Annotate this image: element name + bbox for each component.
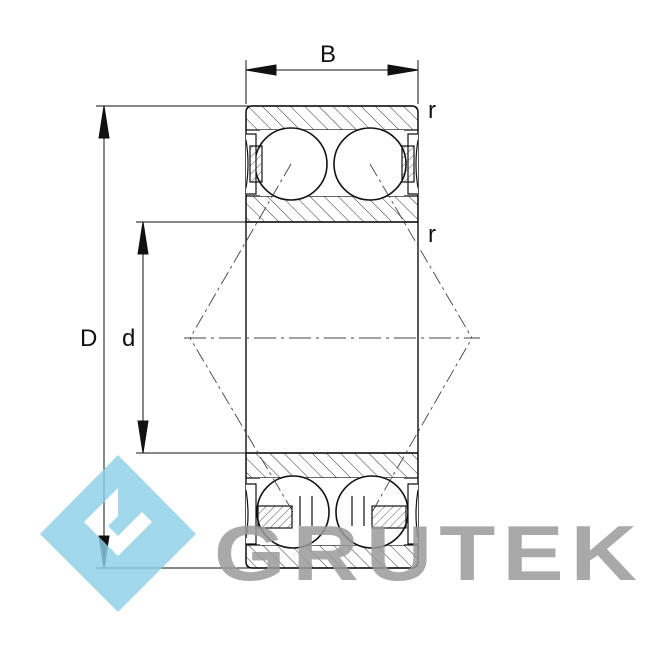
bottom-outer-ring bbox=[245, 544, 419, 569]
top-right-seal bbox=[401, 133, 419, 195]
d-outer-arrow-top bbox=[98, 105, 110, 139]
top-left-seal bbox=[245, 133, 263, 195]
radius-label-top: r bbox=[428, 97, 436, 124]
top-bearing-section bbox=[245, 105, 419, 223]
outer-diameter-label: D bbox=[80, 325, 97, 352]
brand-logo-mark bbox=[40, 455, 196, 612]
bottom-inner-ring bbox=[245, 452, 419, 479]
top-inner-ring bbox=[245, 195, 419, 223]
b-arrow-right bbox=[387, 64, 419, 76]
top-outer-ring bbox=[245, 105, 419, 131]
b-arrow-left bbox=[245, 64, 277, 76]
bottom-bearing-section bbox=[245, 452, 419, 569]
contact-angle-lines bbox=[189, 163, 473, 513]
radius-label-inner: r bbox=[428, 221, 436, 248]
d-bore-arrow-top bbox=[137, 221, 149, 255]
bottom-left-seal bbox=[245, 483, 257, 545]
width-label: B bbox=[320, 41, 336, 68]
bottom-cage bbox=[257, 496, 407, 529]
bore-diameter-label: d bbox=[122, 325, 135, 352]
d-bore-arrow-bottom bbox=[137, 420, 149, 454]
brand-watermark-text: GRUTEK bbox=[214, 509, 644, 597]
bottom-right-seal bbox=[407, 483, 419, 545]
